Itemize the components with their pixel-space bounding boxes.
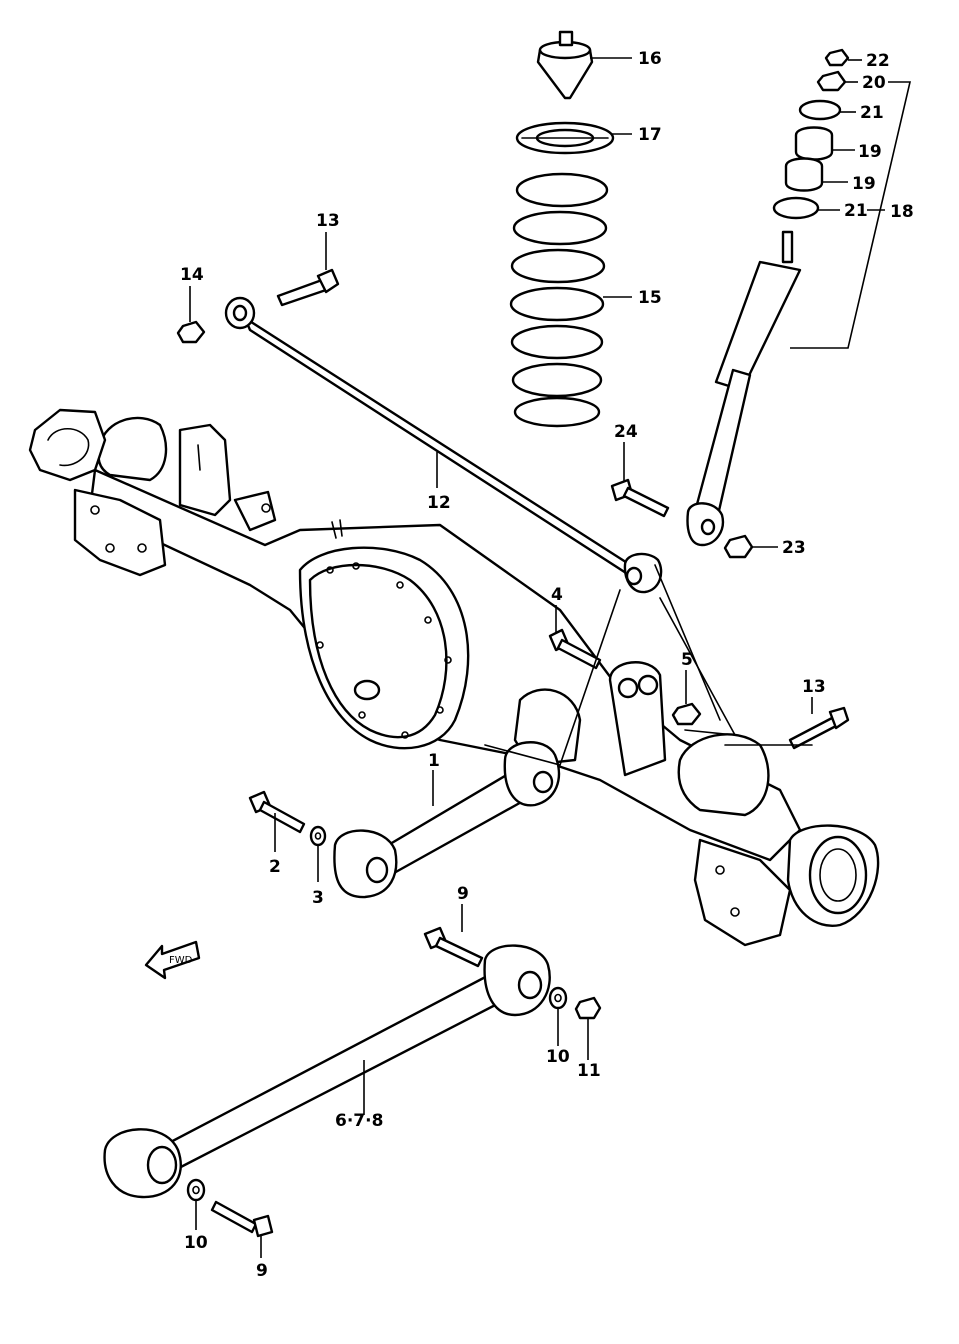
nut-14 [176, 320, 206, 344]
fwd-arrow: FWD [144, 940, 201, 980]
bolt-9-lower [210, 1200, 274, 1238]
shock-hardware [772, 48, 850, 220]
callout-15: 15 [638, 288, 662, 308]
callout-12: 12 [427, 493, 451, 513]
bolt-13-upper [276, 268, 340, 307]
nut-23 [723, 534, 754, 559]
nut-5 [671, 702, 702, 726]
callout-24: 24 [614, 422, 638, 442]
leader-lines [189, 57, 912, 1258]
lateral-rod [224, 296, 663, 594]
bolt-9-upper [423, 926, 484, 968]
callout-13-right: 13 [802, 677, 826, 697]
lower-control-arm [103, 944, 551, 1199]
bolt-2 [248, 790, 306, 834]
nut-20 [816, 70, 847, 92]
bolt-4 [548, 628, 602, 670]
washer-3 [309, 825, 327, 847]
nut-22 [824, 48, 850, 67]
callout-16: 16 [638, 49, 662, 69]
callout-18: 18 [890, 202, 914, 222]
callout-13-upper: 13 [316, 211, 340, 231]
callout-19-top: 19 [858, 142, 882, 162]
callout-4: 4 [551, 585, 563, 605]
callout-17: 17 [638, 125, 662, 145]
washer-10-right [548, 986, 568, 1010]
callout-5: 5 [681, 650, 693, 670]
callout-19-bottom: 19 [852, 174, 876, 194]
upper-control-arm [333, 741, 561, 899]
callout-22: 22 [866, 51, 890, 71]
spring-seat [515, 121, 615, 155]
callout-9-upper: 9 [457, 884, 469, 904]
callout-10-left: 10 [184, 1233, 208, 1253]
callout-6-7-8: 6·7·8 [335, 1111, 383, 1131]
callout-10-right: 10 [546, 1047, 570, 1067]
callout-21-bottom: 21 [844, 201, 868, 221]
washer-21-bottom [772, 196, 820, 220]
washer-21-top [798, 99, 842, 121]
callout-3: 3 [312, 888, 324, 908]
bolt-24 [610, 478, 670, 518]
fwd-label: FWD [169, 955, 193, 966]
nut-11 [574, 996, 602, 1020]
rear-axle-housing [28, 408, 880, 947]
callout-14: 14 [180, 265, 204, 285]
callout-labels: 16 17 15 22 20 21 19 19 21 18 13 14 12 2… [180, 49, 914, 1281]
shock-absorber [686, 230, 802, 547]
bolt-13-right [788, 706, 850, 750]
callout-20: 20 [862, 73, 886, 93]
callout-11: 11 [577, 1061, 601, 1081]
bump-stop [536, 30, 594, 100]
callout-21-top: 21 [860, 103, 884, 123]
callout-23: 23 [782, 538, 806, 558]
callout-9-lower: 9 [256, 1261, 268, 1281]
coil-spring [509, 172, 609, 428]
bushing-19-bottom [784, 157, 824, 192]
callout-1: 1 [428, 751, 440, 771]
washer-10-left [186, 1178, 206, 1202]
bushing-19-top [794, 126, 834, 161]
callout-2: 2 [269, 857, 281, 877]
